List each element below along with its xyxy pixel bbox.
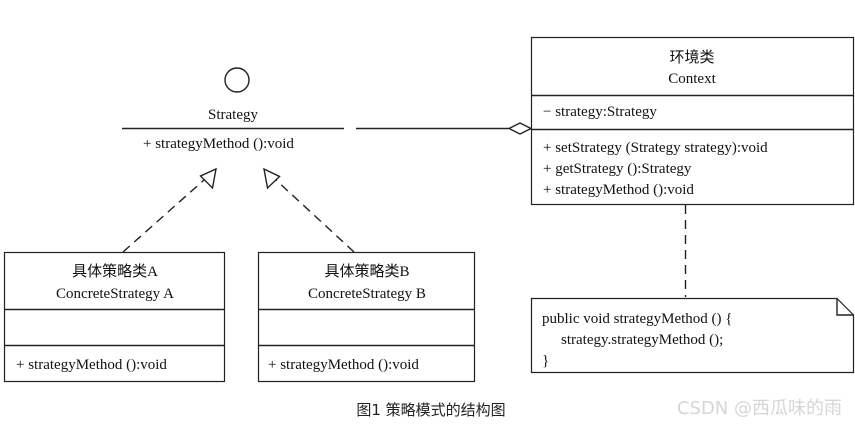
concrete-a-name-en: ConcreteStrategy A <box>56 286 174 302</box>
concrete-a-box <box>3 251 226 383</box>
note: public void strategyMethod () { strategy… <box>530 297 855 374</box>
note-line-3: } <box>542 353 549 369</box>
concrete-a-operation: + strategyMethod ():void <box>16 357 167 373</box>
context-operation-3: + strategyMethod ():void <box>543 182 694 198</box>
context-operation-2: + getStrategy ():Strategy <box>543 161 692 177</box>
realization-line-b <box>275 179 355 253</box>
note-box <box>530 297 855 374</box>
concrete-strategy-a-class: 具体策略类A ConcreteStrategy A + strategyMeth… <box>3 251 226 383</box>
concrete-b-operation: + strategyMethod ():void <box>268 357 419 373</box>
note-folded-corner-icon <box>836 298 854 316</box>
context-name-cn: 环境类 <box>669 48 714 66</box>
figure-caption: 图1 策略模式的结构图 <box>356 401 505 419</box>
concrete-a-name-cn: 具体策略类A <box>72 263 158 280</box>
realization-arrows <box>122 167 355 253</box>
context-attribute: − strategy:Strategy <box>543 104 657 120</box>
context-name-en: Context <box>668 71 716 87</box>
context-class: 环境类 Context − strategy:Strategy + setStr… <box>530 36 855 206</box>
strategy-name: Strategy <box>208 107 258 123</box>
realization-line-a <box>122 179 205 253</box>
realization-arrowhead-b-icon <box>263 167 281 190</box>
context-operation-1: + setStrategy (Strategy strategy):void <box>543 140 768 156</box>
concrete-b-box <box>257 251 476 383</box>
concrete-b-name-en: ConcreteStrategy B <box>308 286 426 302</box>
context-box <box>530 36 855 206</box>
aggregation-association <box>356 122 533 135</box>
note-line-1: public void strategyMethod () { <box>542 311 733 327</box>
note-line-2: strategy.strategyMethod (); <box>561 332 723 348</box>
concrete-strategy-b-class: 具体策略类B ConcreteStrategy B + strategyMeth… <box>257 251 476 383</box>
realization-arrowhead-a-icon <box>199 167 217 190</box>
interface-lollipop-icon <box>224 67 250 93</box>
strategy-operation: + strategyMethod ():void <box>143 136 294 152</box>
concrete-b-name-cn: 具体策略类B <box>324 263 409 280</box>
aggregation-diamond-icon <box>507 122 533 135</box>
strategy-interface: Strategy + strategyMethod ():void <box>122 67 344 152</box>
watermark: CSDN @西瓜味的雨 <box>677 398 842 419</box>
